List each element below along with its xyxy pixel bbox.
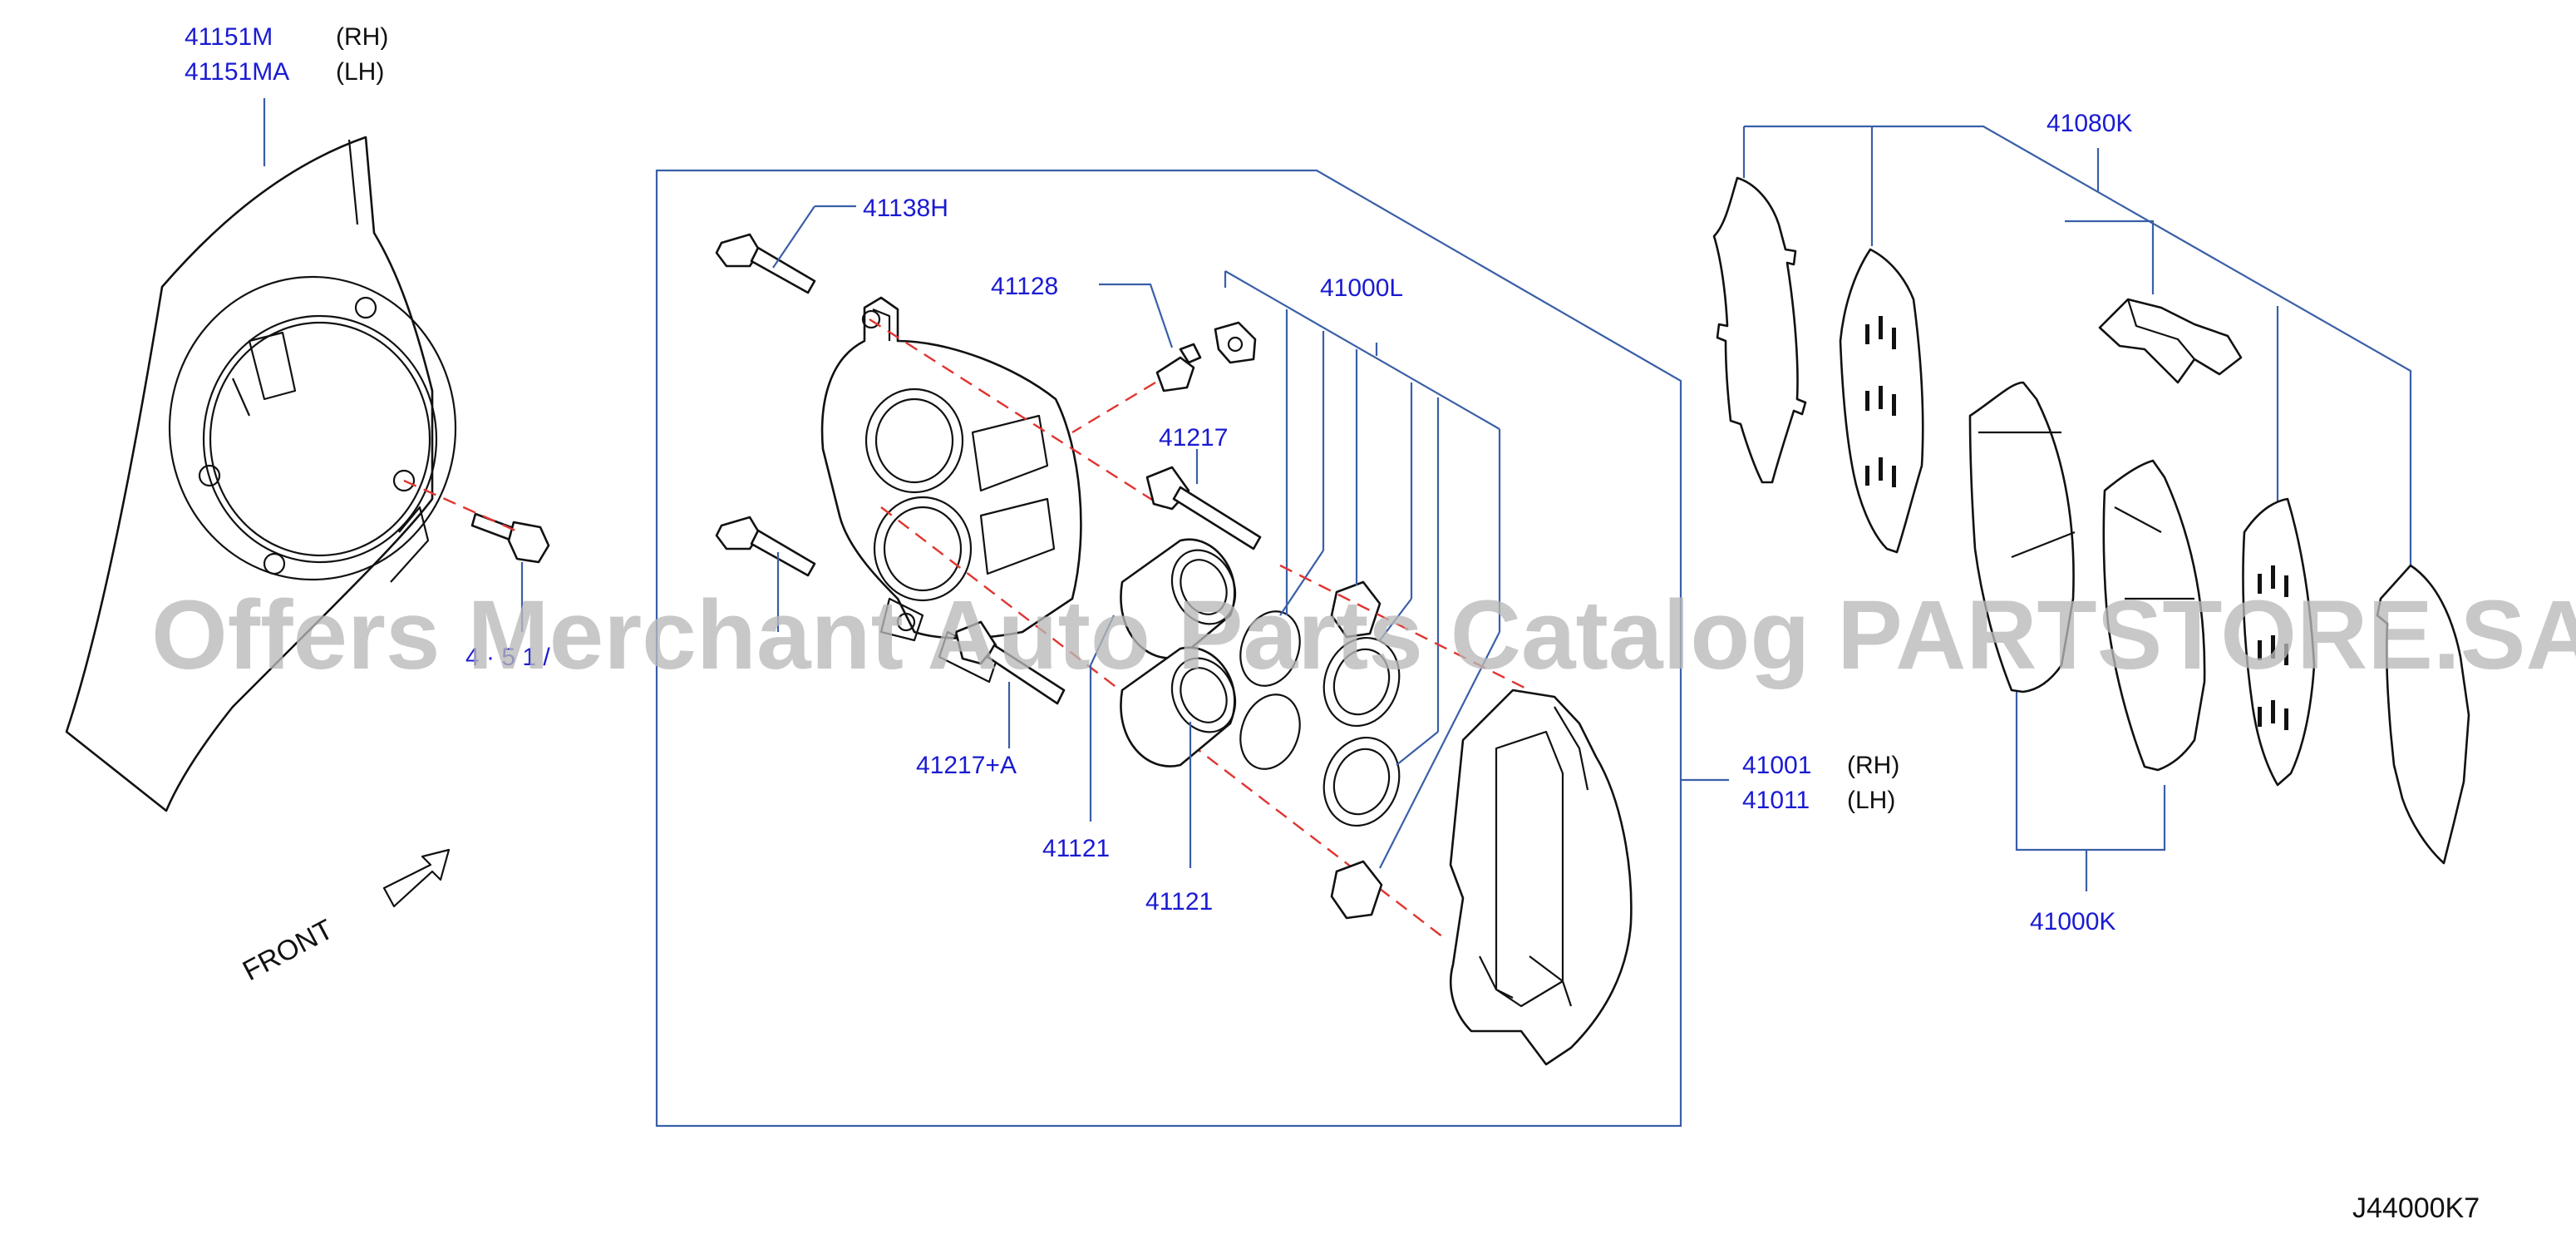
caliper-rh-part-number[interactable]: 41001 [1742, 752, 1811, 779]
front-label: FRONT [238, 914, 338, 988]
seal-kit-parts[interactable] [1230, 580, 1411, 920]
dust-shield-lh-side: (LH) [336, 58, 384, 86]
dust-shield-lh-part-number[interactable]: 41151MA [185, 58, 289, 86]
pin-bolt-upper-part[interactable] [715, 233, 816, 294]
axis-upper-pin [869, 318, 1165, 509]
caliper-assembly-frame [655, 169, 1682, 1128]
caliper-lh-part-number[interactable]: 41011 [1742, 787, 1810, 814]
pad-shim-inner-left-part[interactable] [1839, 248, 1924, 554]
caliper-lh-side: (LH) [1847, 787, 1895, 814]
pad-shim-outer-left-part[interactable] [1712, 176, 1807, 484]
slide-pin-lower-part[interactable] [954, 620, 1066, 705]
piston-a-part-number[interactable]: 41121 [1042, 835, 1110, 862]
slide-pin-upper-part[interactable] [1145, 466, 1262, 550]
pin-bolt-lower-part[interactable] [715, 516, 816, 577]
anti-rattle-clip-part[interactable] [2098, 298, 2243, 384]
front-arrow-icon [382, 848, 451, 908]
bleeder-screw-part[interactable] [1155, 343, 1202, 392]
piston-a-part[interactable] [1120, 538, 1247, 659]
hardware-kit-part-number[interactable]: 41080K [2047, 110, 2132, 137]
caliper-bracket-part[interactable] [1449, 689, 1633, 1066]
pad-shim-outer-right-part[interactable] [2376, 564, 2470, 865]
pad-slots-3-icon [2258, 565, 2288, 730]
caliper-rh-side: (RH) [1847, 752, 1899, 779]
pad-kit-part-number[interactable]: 41000K [2030, 908, 2115, 935]
dust-shield-part[interactable] [65, 136, 457, 812]
leader-bleeder [1099, 283, 1174, 348]
dust-shield-rh-part-number[interactable]: 41151M [185, 23, 273, 51]
seal-kit-part-number[interactable]: 41000L [1320, 274, 1403, 302]
caliper-body-part[interactable] [820, 296, 1082, 684]
piston-b-part-number[interactable]: 41121 [1145, 888, 1213, 916]
dust-shield-rh-side: (RH) [336, 23, 388, 51]
shield-bolt-part[interactable] [470, 512, 550, 564]
slide-pin-upper-part-number[interactable]: 41217 [1159, 424, 1228, 452]
brake-pad-right-part[interactable] [2102, 459, 2206, 772]
bleeder-cap-part[interactable] [1214, 321, 1257, 364]
diagram-code: J44000K7 [2352, 1192, 2480, 1224]
pad-shim-inner-right-part[interactable] [2242, 497, 2316, 787]
pad-kit-leaders [1742, 125, 2412, 891]
pin-bolt-upper-part-number[interactable]: 41138H [863, 195, 948, 222]
watermark-text: Offers Merchant Auto Parts Catalog PARTS… [151, 580, 2576, 690]
pad-slots-2-icon [1865, 316, 1896, 487]
seal-kit-leaders [1224, 270, 1501, 869]
shield-bolt-callout-fragment: 4 · 5 1 / [465, 644, 550, 671]
piston-b-part[interactable] [1120, 646, 1247, 768]
bleeder-part-number[interactable]: 41128 [991, 273, 1058, 300]
slide-pin-lower-part-number[interactable]: 41217+A [916, 752, 1017, 779]
leader-pin-bolt-upper [772, 205, 815, 269]
brake-pad-left-part[interactable] [1968, 381, 2076, 694]
